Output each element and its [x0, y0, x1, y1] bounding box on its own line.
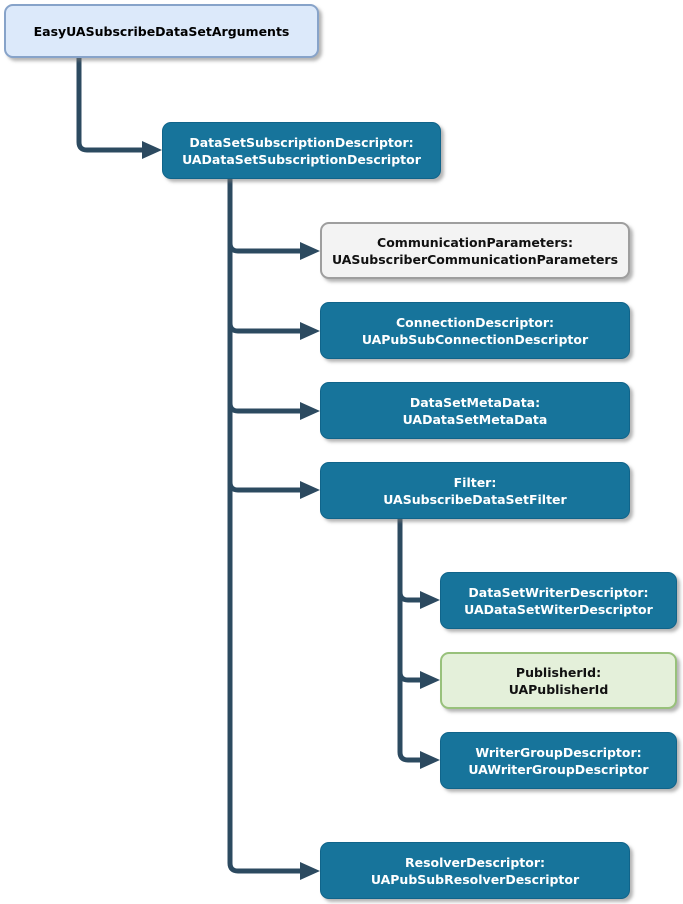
connector-to-connection	[227, 322, 320, 340]
node-label-line2: UADataSetWiterDescriptor	[464, 601, 653, 617]
connector-to-metadata	[227, 402, 320, 420]
connector-to-publisherid	[397, 671, 440, 689]
node-label-line1: ConnectionDescriptor:	[395, 314, 555, 330]
connector-root-to-subscription	[76, 56, 162, 159]
node-publisherid: PublisherId: UAPublisherId	[440, 652, 677, 709]
node-label-line1: DataSetMetaData:	[409, 394, 541, 410]
node-easyuasubscribedatasetarguments: EasyUASubscribeDataSetArguments	[4, 4, 319, 58]
node-label-line2: UASubscriberCommunicationParameters	[331, 251, 619, 267]
node-label-line2: UAPubSubConnectionDescriptor	[361, 331, 589, 347]
node-label-line1: DataSetSubscriptionDescriptor:	[189, 134, 414, 150]
node-label: EasyUASubscribeDataSetArguments	[33, 23, 290, 39]
node-writergroupdescriptor: WriterGroupDescriptor: UAWriterGroupDesc…	[440, 732, 677, 789]
node-datasetmetadata: DataSetMetaData: UADataSetMetaData	[320, 382, 630, 439]
node-label-line1: ResolverDescriptor:	[404, 854, 546, 870]
node-resolverdescriptor: ResolverDescriptor: UAPubSubResolverDesc…	[320, 842, 630, 899]
connector-to-filter	[227, 481, 320, 499]
node-filter: Filter: UASubscribeDataSetFilter	[320, 462, 630, 519]
node-label-line2: UAPubSubResolverDescriptor	[370, 871, 580, 887]
node-label-line1: CommunicationParameters:	[377, 234, 573, 250]
node-label-line1: Filter:	[453, 474, 497, 490]
connector-to-communication	[227, 242, 320, 260]
node-label-line2: UADataSetSubscriptionDescriptor	[182, 151, 421, 167]
node-communicationparameters: CommunicationParameters: UASubscriberCom…	[320, 222, 630, 279]
connector-to-writerdesc	[397, 591, 440, 609]
node-label-line1: DataSetWriterDescriptor:	[468, 584, 649, 600]
node-label-line2: UASubscribeDataSetFilter	[383, 491, 567, 507]
node-label-line2: UAPublisherId	[508, 681, 609, 697]
node-connectiondescriptor: ConnectionDescriptor: UAPubSubConnection…	[320, 302, 630, 359]
connector-filter-trunk	[397, 518, 440, 769]
connector-subscription-trunk	[227, 178, 320, 880]
node-datasetsubscriptiondescriptor: DataSetSubscriptionDescriptor: UADataSet…	[162, 122, 441, 179]
node-label-line1: PublisherId:	[515, 664, 602, 680]
node-label-line2: UADataSetMetaData	[402, 411, 548, 427]
node-label-line1: WriterGroupDescriptor:	[475, 744, 642, 760]
node-datasetwriterdescriptor: DataSetWriterDescriptor: UADataSetWiterD…	[440, 572, 677, 629]
node-label-line2: UAWriterGroupDescriptor	[468, 761, 649, 777]
